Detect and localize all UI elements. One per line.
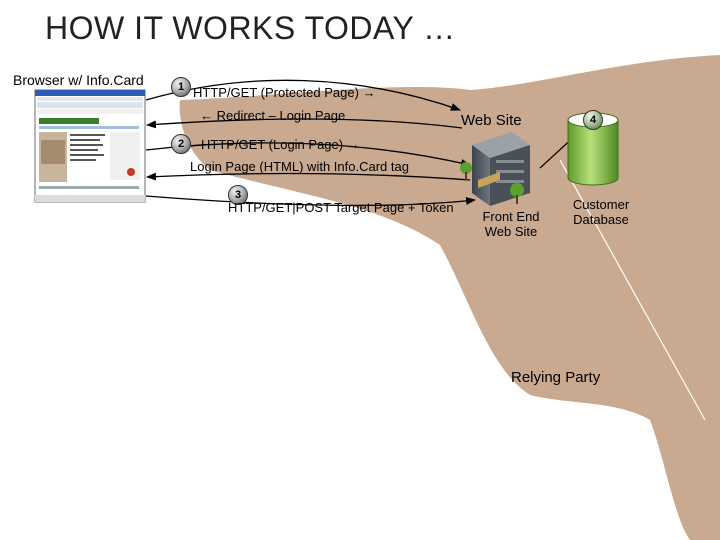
step-1-marker: 1: [171, 77, 191, 97]
browser-thumbnail: [34, 89, 146, 203]
step-1-request-label: HTTP/GET (Protected Page) →: [193, 85, 376, 100]
database-label: Customer Database: [567, 197, 635, 227]
relying-party-label: Relying Party: [511, 369, 601, 386]
slide-title: HOW IT WORKS TODAY …: [45, 10, 456, 46]
web-site-label: Web Site: [461, 112, 522, 129]
arrow-login-page-response: [146, 172, 471, 181]
front-end-label: Front End Web Site: [478, 209, 544, 239]
database-label-line-1: Customer: [572, 197, 630, 212]
browser-label: Browser w/ Info.Card: [13, 72, 144, 88]
front-end-label-line-2: Web Site: [484, 224, 538, 239]
step-3-marker: 3: [228, 185, 248, 205]
arrow-redirect-login: [146, 118, 463, 129]
step-2-marker: 2: [171, 134, 191, 154]
step-1-redirect-label: ← Redirect – Login Page: [200, 108, 346, 123]
arrow-target-page-token: [145, 195, 476, 207]
relying-party-region: [179, 55, 720, 540]
step-4-marker: 4: [583, 110, 603, 130]
step-3-label: HTTP/GET|POST Target Page + Token: [228, 200, 454, 215]
front-end-label-line-1: Front End: [482, 209, 540, 224]
step-2-request-label: HTTP/GET (Login Page) →: [201, 137, 360, 152]
front-end-server-icon: [460, 132, 530, 206]
region-divider-line: [559, 159, 706, 421]
step-2-response-label: Login Page (HTML) with Info.Card tag: [190, 159, 409, 174]
database-label-line-2: Database: [573, 212, 629, 227]
